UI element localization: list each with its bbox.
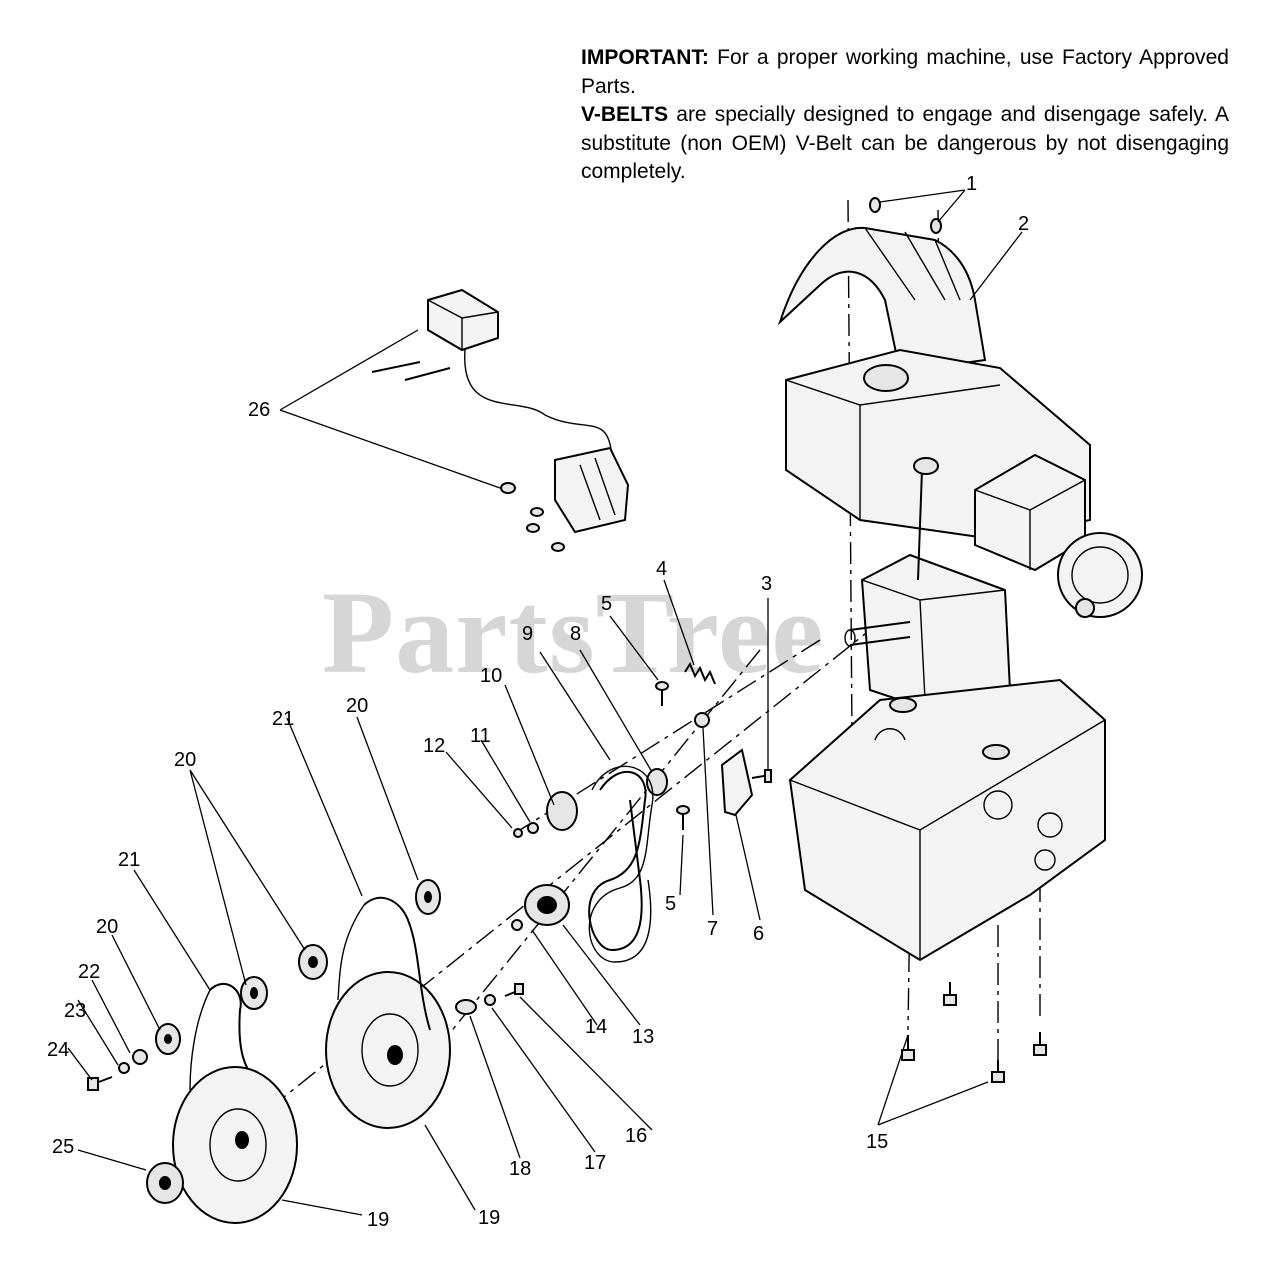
callout-14: 14 — [585, 1016, 607, 1038]
callout-10: 10 — [480, 665, 502, 687]
callout-19b: 19 — [478, 1207, 500, 1229]
callout-25: 25 — [52, 1136, 74, 1158]
leader-lines — [67, 189, 1023, 1216]
important-note: IMPORTANT: For a proper working machine,… — [581, 44, 1229, 187]
partstree-watermark: PartsTree — [322, 567, 825, 698]
note-paragraph-important: IMPORTANT: For a proper working machine,… — [581, 44, 1229, 101]
note-vbelts-label: V-BELTS — [581, 103, 669, 126]
callout-9: 9 — [522, 623, 533, 645]
callout-5a: 5 — [601, 593, 612, 615]
hex-nut-parts — [869, 197, 942, 234]
callout-24: 24 — [47, 1039, 69, 1061]
callout-6: 6 — [753, 923, 764, 945]
callout-1: 1 — [966, 173, 977, 195]
callout-21a: 21 — [272, 708, 294, 730]
frame-bolt-parts — [901, 982, 1047, 1083]
note-paragraph-vbelts: V-BELTS are specially designed to engage… — [581, 101, 1229, 187]
callout-20a: 20 — [346, 695, 368, 717]
callout-20c: 20 — [96, 916, 118, 938]
callout-8: 8 — [570, 623, 581, 645]
callout-18: 18 — [509, 1158, 531, 1180]
note-vbelts-text: are specially designed to engage and dis… — [581, 103, 1229, 183]
callout-17: 17 — [584, 1152, 606, 1174]
callout-20b: 20 — [174, 749, 196, 771]
callout-23: 23 — [64, 1000, 86, 1022]
callout-15: 15 — [866, 1131, 888, 1153]
callout-19a: 19 — [367, 1209, 389, 1231]
callout-4: 4 — [656, 558, 667, 580]
callout-labels: 1 2 3 4 5 5 6 7 8 9 10 11 12 13 14 15 16… — [47, 173, 1029, 1231]
note-important-label: IMPORTANT: — [581, 46, 709, 69]
callout-12: 12 — [423, 735, 445, 757]
callout-5b: 5 — [665, 893, 676, 915]
electric-starter-group — [371, 288, 630, 552]
callout-26: 26 — [248, 399, 270, 421]
callout-16: 16 — [625, 1125, 647, 1147]
callout-11: 11 — [470, 725, 491, 747]
callout-7: 7 — [707, 918, 718, 940]
callout-22: 22 — [78, 961, 100, 983]
engine-assembly — [777, 226, 1143, 962]
belts-and-pulleys — [87, 661, 772, 1224]
callout-3: 3 — [761, 573, 772, 595]
callout-13: 13 — [632, 1026, 654, 1048]
callout-21b: 21 — [118, 849, 140, 871]
note-important-text: For a proper working machine, use Factor… — [581, 46, 1229, 98]
callout-2: 2 — [1018, 213, 1029, 235]
